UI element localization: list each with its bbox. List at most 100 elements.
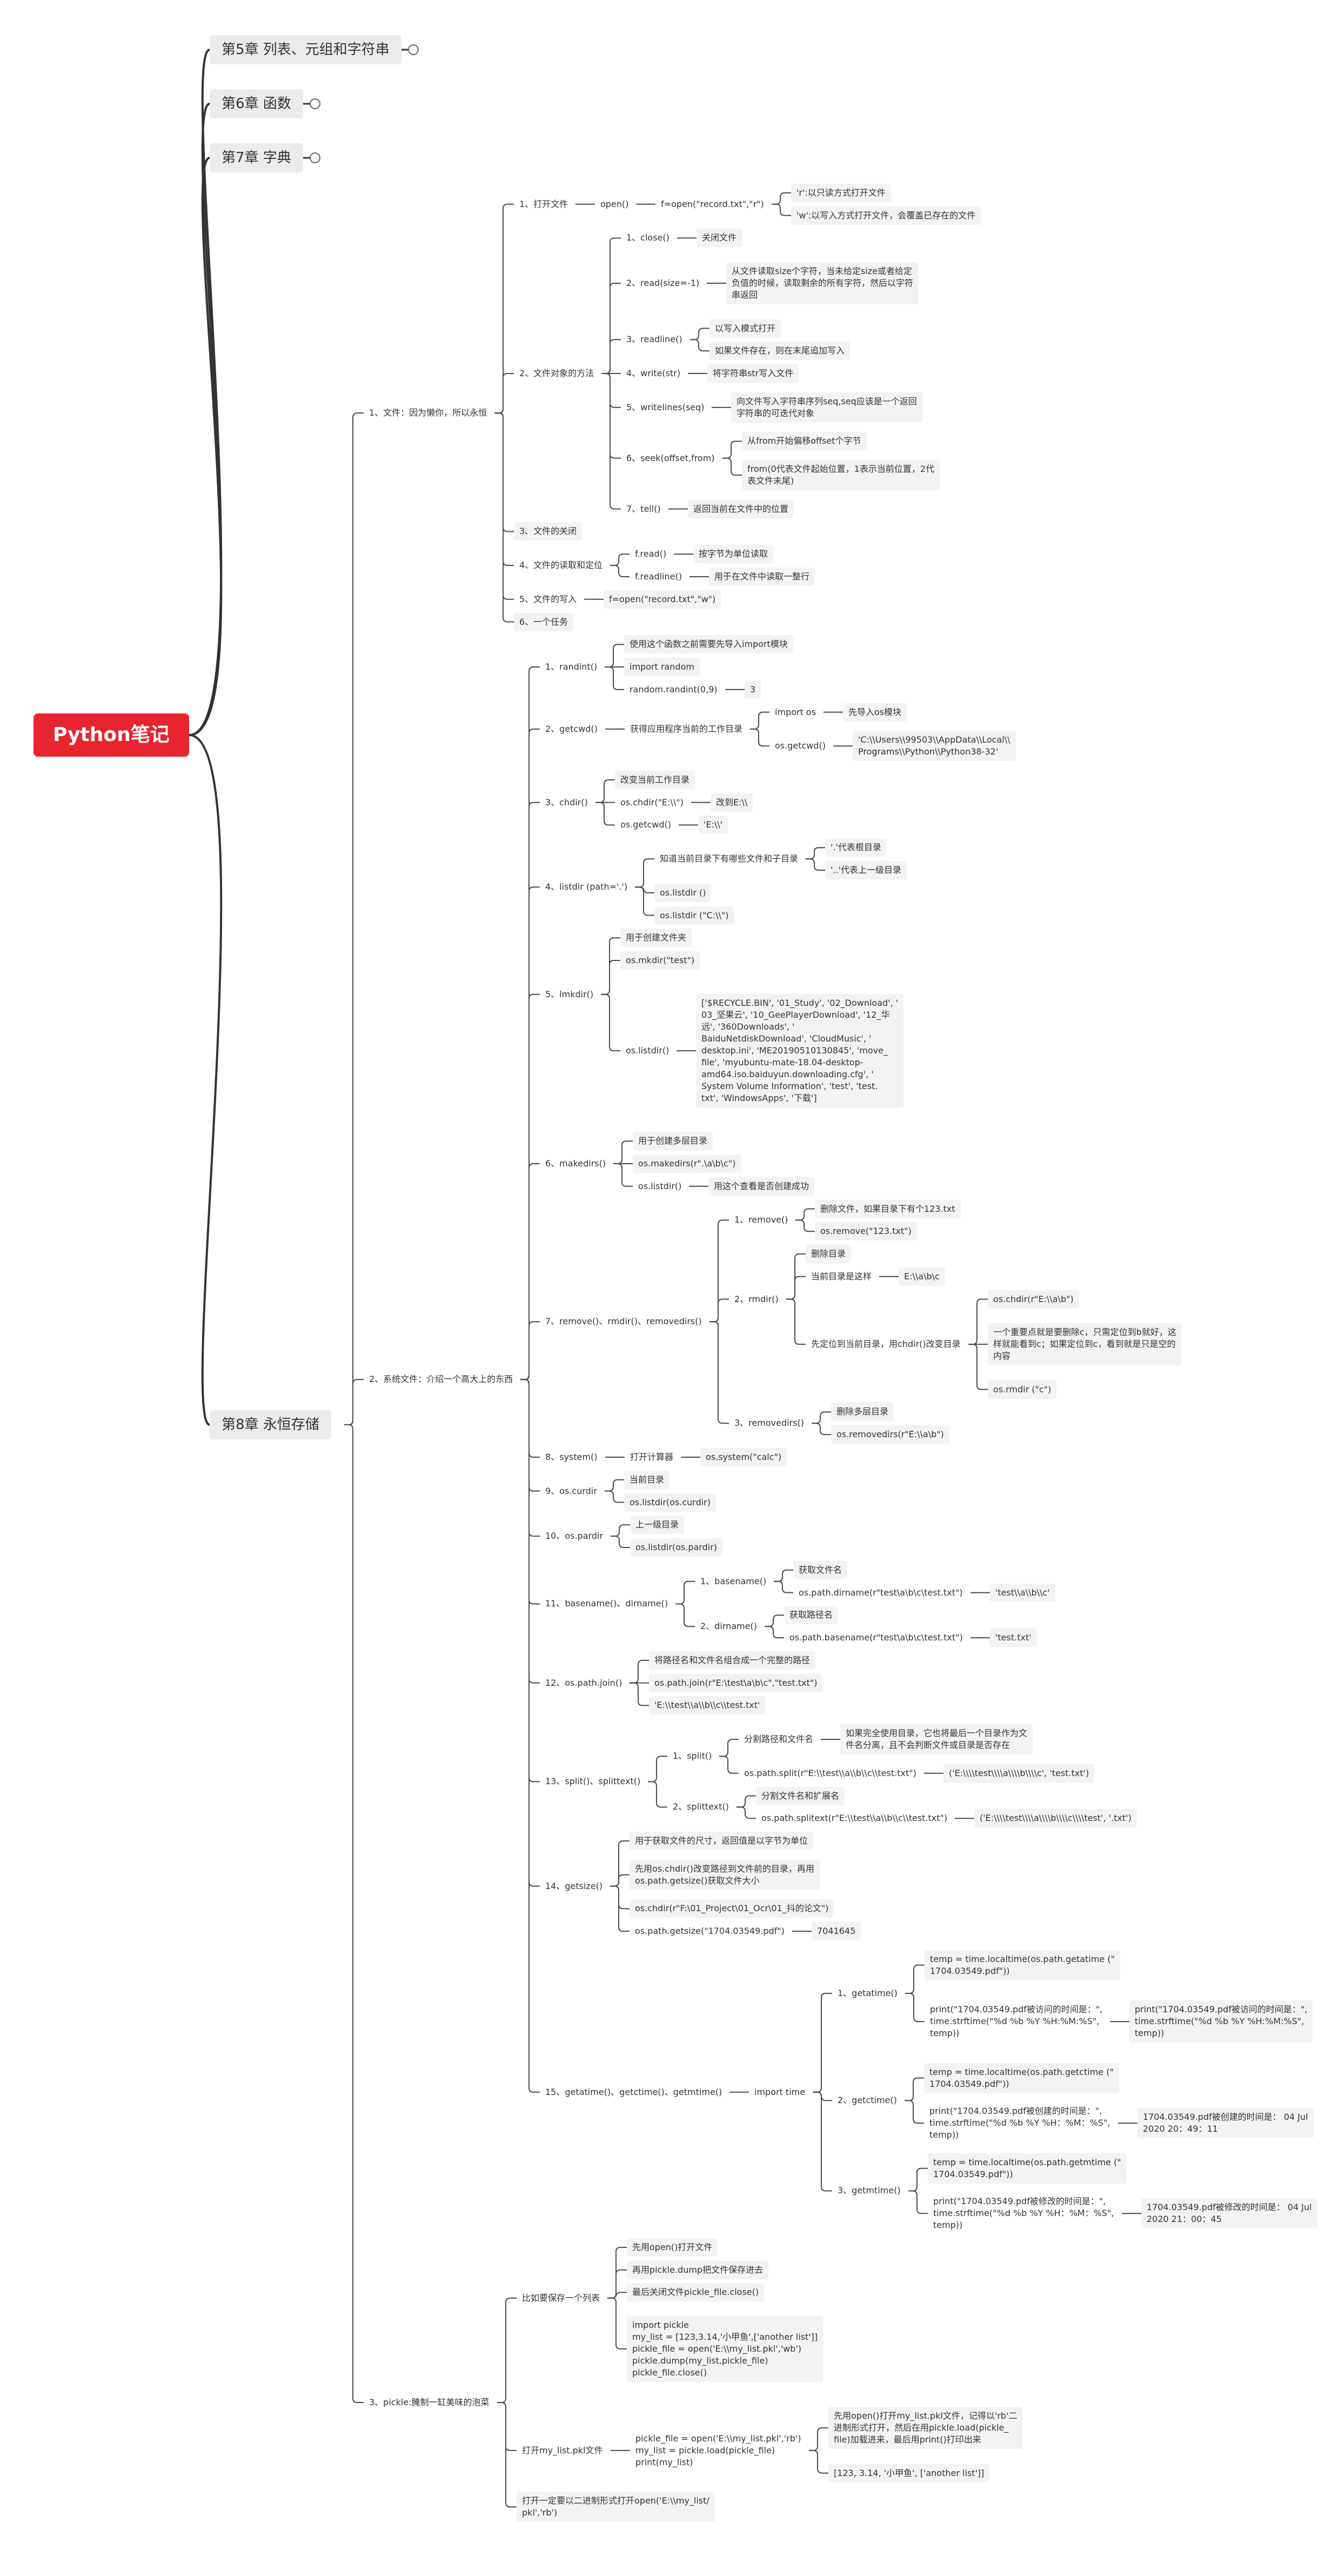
topic-leaf[interactable]: os.mkdir("test") <box>620 951 700 970</box>
topic-leaf[interactable]: '.'代表根目录 <box>825 838 887 857</box>
topic-branch[interactable]: 3、chdir() <box>545 797 588 807</box>
topic-leaf[interactable]: 分割文件名和扩展名 <box>756 1786 845 1805</box>
topic-leaf[interactable]: 先用open()打开文件 <box>627 2238 718 2257</box>
topic-branch[interactable]: 4、文件的读取和定位 <box>519 560 603 571</box>
topic-leaf[interactable]: 1704.03549.pdf被修改的时间是： 04 Jul 2020 21：00… <box>1141 2198 1317 2229</box>
topic-branch[interactable]: 当前目录是这样 <box>811 1271 872 1282</box>
topic-branch[interactable]: os.chdir("E:\\") <box>620 797 684 807</box>
topic-branch[interactable]: 获得应用程序当前的工作目录 <box>630 723 743 734</box>
topic-leaf[interactable]: 'r':以只读方式打开文件 <box>791 183 891 202</box>
topic-leaf[interactable]: ('E:\\\\test\\\\a\\\\b\\\\c\\\\test', '.… <box>974 1809 1137 1828</box>
topic-branch[interactable]: 2、系统文件：介绍一个高大上的东西 <box>369 1374 513 1385</box>
topic-branch[interactable]: os.path.split(r"E:\\test\\a\\b\\c\\test.… <box>744 1767 916 1778</box>
topic-branch[interactable]: 15、getatime()、getctime()、getmtime() <box>545 2086 722 2097</box>
topic-leaf[interactable]: os.remove("123.txt") <box>815 1222 917 1241</box>
topic-leaf[interactable]: os.listdir(os.curdir) <box>624 1493 716 1512</box>
topic-leaf[interactable]: os.listdir () <box>654 883 712 902</box>
topic-leaf[interactable]: 用于创建多层目录 <box>633 1132 713 1151</box>
topic-branch[interactable]: 6、makedirs() <box>545 1158 606 1169</box>
topic-leaf[interactable]: 1704.03549.pdf被创建的时间是： 04 Jul 2020 20：49… <box>1137 2108 1314 2139</box>
topic-leaf[interactable]: 上一级目录 <box>630 1516 685 1534</box>
topic-leaf[interactable]: 删除目录 <box>806 1245 852 1264</box>
topic-branch[interactable]: 13、split()、splittext() <box>545 1776 641 1787</box>
topic-branch[interactable]: 2、getctime() <box>838 2095 897 2106</box>
topic-leaf[interactable]: 如果文件存在，则在末尾追加写入 <box>709 342 851 361</box>
topic-leaf[interactable]: 向文件写入字符串序列seq,seq应该是一个返回 字符串的可迭代对象 <box>731 392 922 423</box>
topic-branch[interactable]: print("1704.03549.pdf被修改的时间是：", time.str… <box>933 2196 1114 2231</box>
topic-leaf[interactable]: 改变当前工作目录 <box>615 770 695 789</box>
topic-branch[interactable]: os.listdir() <box>638 1180 682 1191</box>
topic-leaf[interactable]: os.removedirs(r"E:\\a\b") <box>831 1425 949 1444</box>
topic-branch[interactable]: 先定位到当前目录，用chdir()改变目录 <box>811 1339 961 1350</box>
topic-branch[interactable]: 6、seek(offset,from) <box>626 452 715 463</box>
topic-branch[interactable]: 5、writelines(seq) <box>626 402 705 412</box>
topic-branch[interactable]: print("1704.03549.pdf被访问的时间是：", time.str… <box>930 2004 1103 2039</box>
topic-branch[interactable]: 4、listdir (path='.') <box>545 882 628 892</box>
topic-branch[interactable]: 2、rmdir() <box>734 1293 779 1304</box>
topic-leaf[interactable]: 3 <box>745 680 761 699</box>
topic-leaf[interactable]: import pickle my_list = [123,3.14,'小甲鱼',… <box>627 2315 824 2382</box>
topic-branch[interactable]: 3、getmtime() <box>838 2185 901 2196</box>
topic-branch[interactable]: os.getcwd() <box>775 740 826 751</box>
topic-leaf[interactable]: E:\\a\b\c <box>899 1267 945 1286</box>
topic-leaf[interactable]: 获取路径名 <box>784 1606 839 1625</box>
topic-branch[interactable]: 9、os.curdir <box>545 1485 597 1496</box>
topic-leaf[interactable]: temp = time.localtime(os.path.getctime (… <box>924 2063 1119 2093</box>
topic-branch[interactable]: os.path.basename(r"test\a\b\c\test.txt") <box>789 1632 963 1643</box>
topic-leaf[interactable]: 改到E:\\ <box>711 793 753 812</box>
collapse-toggle-icon[interactable] <box>310 152 320 163</box>
topic-leaf[interactable]: import random <box>624 658 700 677</box>
topic-leaf[interactable]: ('E:\\\\test\\\\a\\\\b\\\\c', 'test.txt'… <box>943 1764 1095 1783</box>
topic-branch[interactable]: 5、文件的写入 <box>519 593 577 604</box>
topic-branch[interactable]: 14、getsize() <box>545 1880 603 1891</box>
topic-branch[interactable]: import time <box>754 2086 806 2097</box>
topic-leaf[interactable]: 按字节为单位读取 <box>693 545 774 564</box>
topic-leaf[interactable]: 当前目录 <box>624 1470 670 1489</box>
topic-leaf[interactable]: 'test.txt' <box>990 1629 1037 1647</box>
topic-leaf[interactable]: os.path.join(r"E:\test\a\b\c","test.txt"… <box>649 1673 823 1692</box>
topic-leaf[interactable]: 'E:\\test\\a\\b\\c\\test.txt' <box>649 1696 766 1715</box>
topic-branch[interactable]: os.path.splitext(r"E:\\test\\a\\b\\c\\te… <box>761 1813 948 1824</box>
topic-leaf[interactable]: print("1704.03549.pdf被访问的时间是：", time.str… <box>1129 2000 1313 2043</box>
chapter-topic[interactable]: 第7章 字典 <box>210 143 303 172</box>
topic-branch[interactable]: 2、read(size=-1) <box>626 277 700 288</box>
topic-leaf[interactable]: 'C:\\Users\\99503\\AppData\\Local\\ Prog… <box>853 731 1016 762</box>
topic-leaf[interactable]: os.chdir(r"E:\\a\b") <box>988 1290 1079 1309</box>
topic-leaf[interactable]: 从文件读取size个字符，当未给定size或者给定 负值的时候，读取剩余的所有字… <box>726 262 919 304</box>
topic-branch[interactable]: 打开my_list.pkl文件 <box>522 2445 603 2455</box>
topic-leaf[interactable]: os.makedirs(r".\a\b\c") <box>633 1154 741 1173</box>
topic-branch[interactable]: 打开计算器 <box>630 1451 674 1462</box>
topic-leaf[interactable]: 一个重要点就是要删除c，只需定位到b就好，这 样就能看到c；如果定位到c，看到就… <box>988 1323 1182 1366</box>
topic-leaf[interactable]: 从from开始偏移offset个字节 <box>742 432 867 451</box>
topic-leaf[interactable]: os.listdir ("C:\\") <box>654 906 734 925</box>
topic-branch[interactable]: 3、removedirs() <box>734 1418 804 1429</box>
topic-leaf[interactable]: 获取文件名 <box>793 1560 848 1579</box>
topic-branch[interactable]: 分割路径和文件名 <box>744 1734 814 1745</box>
topic-leaf[interactable]: from(0代表文件起始位置，1表示当前位置，2代 表文件末尾) <box>742 460 940 490</box>
chapter-topic[interactable]: 第5章 列表、元组和字符串 <box>210 35 401 64</box>
topic-leaf[interactable]: 删除文件，如果目录下有个123.txt <box>815 1199 961 1218</box>
topic-leaf[interactable]: ['$RECYCLE.BIN', '01_Study', '02_Downloa… <box>696 994 904 1108</box>
topic-leaf[interactable]: 用这个查看是否创建成功 <box>708 1177 815 1196</box>
topic-leaf[interactable]: 删除多层目录 <box>831 1403 894 1422</box>
topic-branch[interactable]: 10、os.pardir <box>545 1531 604 1541</box>
topic-leaf[interactable]: f=open("record.txt","w") <box>604 590 721 609</box>
topic-branch[interactable]: 4、write(str) <box>626 368 681 379</box>
topic-leaf[interactable]: 先用os.chdir()改变路径到文件前的目录，再用 os.path.getsi… <box>630 1859 820 1890</box>
topic-leaf[interactable]: [123, 3.14, '小甲鱼', ['another list']] <box>828 2464 990 2482</box>
topic-branch[interactable]: os.listdir() <box>626 1045 670 1056</box>
topic-branch[interactable]: 5、lmkdir() <box>545 989 594 999</box>
topic-branch[interactable]: 1、basename() <box>700 1576 767 1586</box>
topic-branch[interactable]: 12、os.path.join() <box>545 1677 622 1688</box>
topic-leaf[interactable]: 3、文件的关闭 <box>514 522 583 541</box>
topic-branch[interactable]: print("1704.03549.pdf被创建的时间是：", time.str… <box>929 2106 1110 2140</box>
topic-branch[interactable]: 1、getatime() <box>838 1987 898 1998</box>
topic-leaf[interactable]: 用于获取文件的尺寸，返回值是以字节为单位 <box>630 1832 814 1851</box>
topic-leaf[interactable]: temp = time.localtime(os.path.getatime (… <box>925 1950 1120 1980</box>
chapter-topic[interactable]: 第8章 永恒存储 <box>210 1410 331 1439</box>
topic-branch[interactable]: 1、remove() <box>734 1214 788 1225</box>
topic-branch[interactable]: 3、pickle:腌制一缸美味的泡菜 <box>369 2397 490 2408</box>
topic-leaf[interactable]: 最后关闭文件pickle_file.close() <box>627 2283 765 2302</box>
topic-leaf[interactable]: 6、一个任务 <box>514 612 574 631</box>
topic-leaf[interactable]: 先导入os模块 <box>843 703 907 722</box>
